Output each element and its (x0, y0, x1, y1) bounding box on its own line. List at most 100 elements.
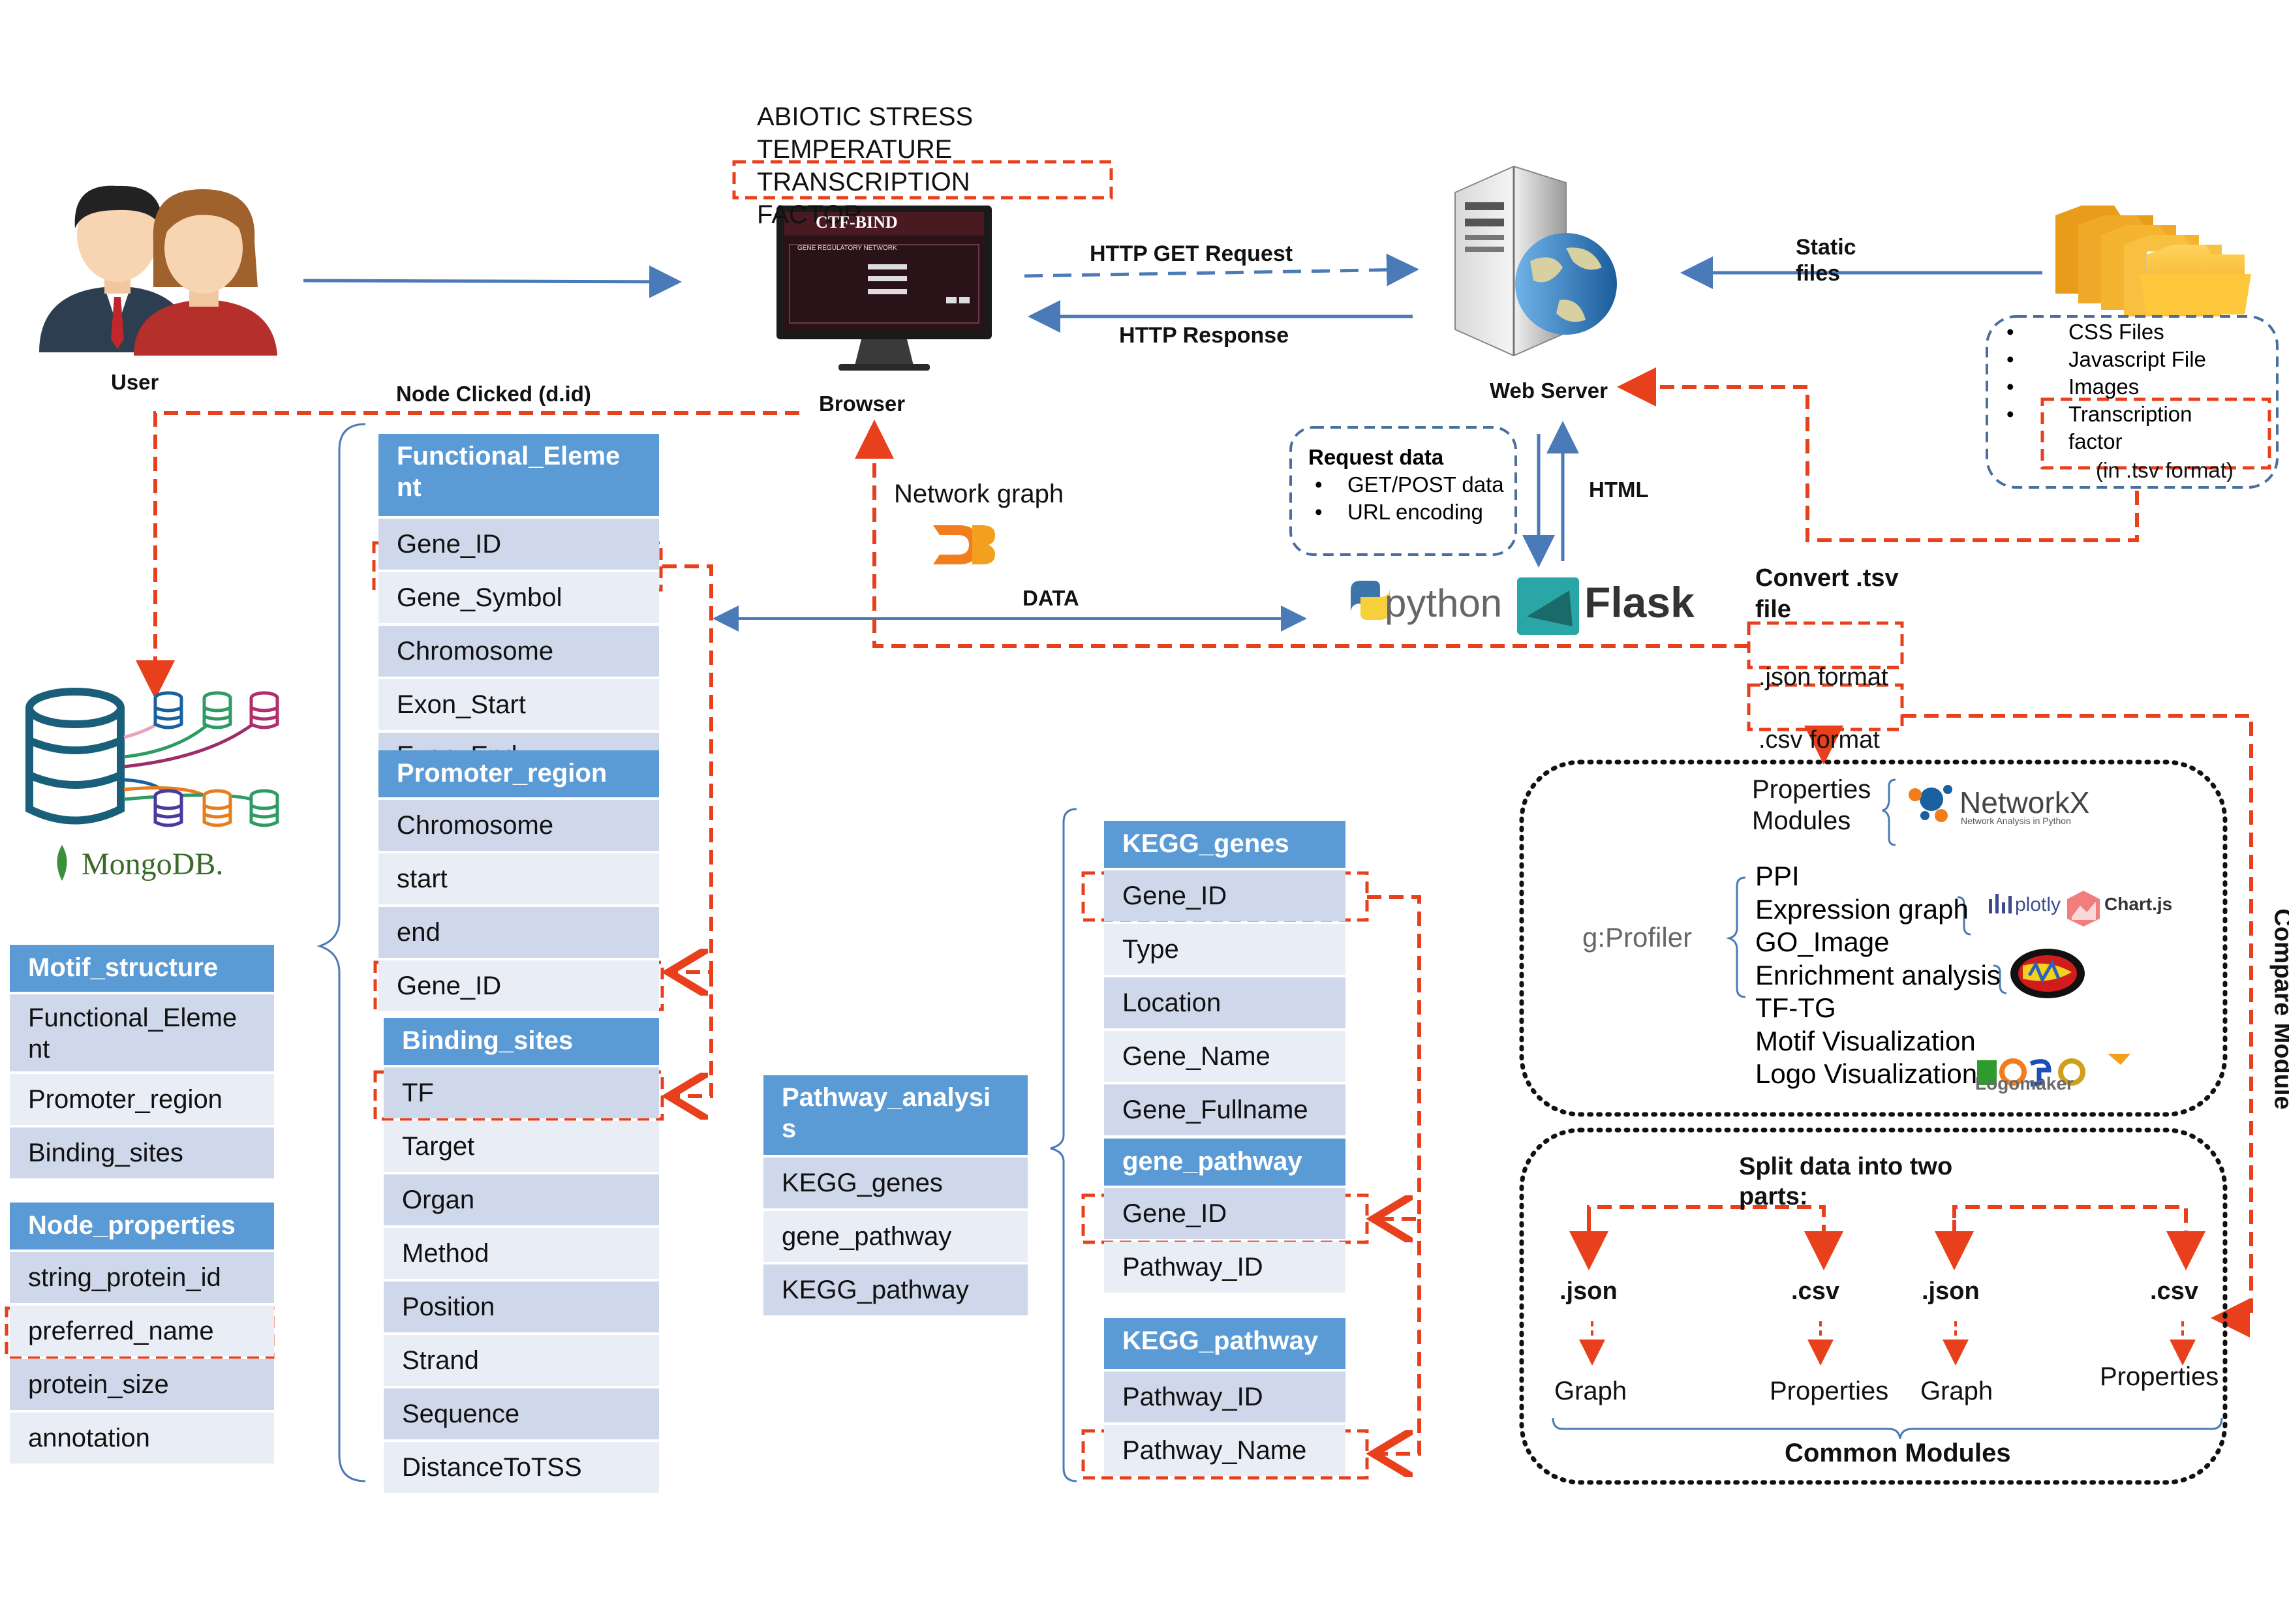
web-server-icon (1454, 165, 1617, 357)
user-to-browser-arrow (303, 265, 682, 298)
graph-label-1: Graph (1554, 1377, 1627, 1405)
file-item-css: CSS Files (2000, 318, 2206, 346)
flask-logo-text: Flask (1584, 578, 1695, 626)
kegg-geneid-link (1367, 895, 1421, 1219)
table-row: Chromosome (378, 626, 659, 677)
table-row: Strand (384, 1335, 659, 1386)
table-row: Pathway_ID (1104, 1242, 1345, 1293)
request-item-url: URL encoding (1308, 498, 1504, 526)
table-row: Gene_Name (1104, 1031, 1345, 1082)
feature-logo-viz: Logo Visualization (1755, 1058, 1978, 1089)
table-row: Functional_Eleme nt (10, 994, 274, 1071)
user-label: User (111, 370, 159, 394)
web-server-label: Web Server (1490, 378, 1608, 403)
data-label: DATA (1022, 586, 1079, 610)
table-pathway-analysis: Pathway_analysi s KEGG_genes gene_pathwa… (763, 1075, 1028, 1315)
table-row: annotation (10, 1413, 274, 1463)
table-row: Gene_Fullname (1104, 1084, 1345, 1135)
table-title: gene_pathway (1104, 1139, 1345, 1186)
http-get-arrow (1024, 253, 1419, 286)
mongodb-icon (25, 688, 279, 881)
compare-module-flow (1902, 714, 2253, 1338)
table-row: Promoter_region (10, 1074, 274, 1125)
table-row: Gene_ID (1104, 870, 1345, 921)
browser-screen-title: CTF-BIND (816, 213, 898, 232)
split-json-1: .json (1559, 1278, 1618, 1305)
table-row: Location (1104, 977, 1345, 1028)
http-response-label: HTTP Response (1119, 323, 1289, 348)
common-modules-label: Common Modules (1785, 1439, 2011, 1467)
geneid-promoter-link (662, 564, 713, 972)
http-get-label: HTTP GET Request (1090, 241, 1293, 266)
table-row: Sequence (384, 1388, 659, 1439)
highlight-transcription (732, 160, 1113, 200)
table-title: Motif_structure (10, 945, 274, 992)
file-item-images: Images (2000, 373, 2206, 401)
split-title-line-2: parts: (1739, 1183, 1808, 1210)
table-row: end (378, 907, 659, 958)
table-functional-element: Functional_Eleme nt Gene_ID Gene_Symbol … (378, 434, 659, 752)
table-motif-structure: Motif_structure Functional_Eleme nt Prom… (10, 945, 274, 1178)
table-row: gene_pathway (763, 1211, 1028, 1262)
table-binding-sites: Binding_sites TF Target Organ Method Pos… (384, 1018, 659, 1493)
table-row: start (378, 853, 659, 904)
network-graph-flow (855, 420, 1749, 648)
feature-ppi: PPI (1755, 861, 1800, 891)
pathway-name-link (1374, 1219, 1421, 1454)
files-list: CSS Files Javascript File Images Transcr… (2000, 318, 2206, 455)
geneid-tf-link (669, 972, 713, 1096)
compare-modules-box (1519, 759, 2228, 1117)
table-title: Node_properties (10, 1203, 274, 1249)
convert-title-text: Convert .tsv file (1755, 564, 1899, 623)
static-files-line-1: Static (1796, 235, 1856, 260)
pathway-brace (1050, 808, 1077, 1482)
gprofiler-label: g:Profiler (1582, 922, 1693, 953)
split-csv-2: .csv (2150, 1278, 2198, 1305)
properties-brace (1882, 778, 1896, 846)
title-text: Functional_Eleme nt (397, 442, 621, 502)
file-item-tf: Transcription factor (2000, 401, 2199, 455)
row-text: Functional_Eleme nt (28, 1004, 238, 1064)
csv-format-label: .csv format (1759, 726, 1880, 754)
split-json-2: .json (1922, 1278, 1980, 1305)
logomaker-logo-icon (1977, 1054, 2130, 1087)
table-row: Gene_ID (378, 519, 659, 570)
chartjs-label: Chart.js (2104, 894, 2173, 914)
db-brace (316, 423, 366, 1482)
mongodb-label: MongoDB. (82, 847, 224, 881)
folders-icon (2055, 206, 2251, 316)
table-row: Exon_End (378, 733, 659, 752)
table-kegg-genes: KEGG_genes Gene_ID Type Location Gene_Na… (1104, 821, 1345, 1135)
table-title: KEGG_pathway (1104, 1318, 1345, 1369)
common-modules-box (1519, 1127, 2228, 1485)
logomaker-label: Logomaker (1975, 1073, 2074, 1094)
table-row: Gene_ID (1104, 1188, 1345, 1239)
feature-go-image: GO_Image (1755, 927, 1890, 957)
table-row: Type (1104, 924, 1345, 975)
users-icon (39, 185, 277, 356)
table-promoter-region: Promoter_region Chromosome start end Gen… (378, 750, 659, 1011)
title-text: Pathway_analysi s (782, 1083, 991, 1143)
file-item-tf-text: Transcription factor (2068, 402, 2192, 453)
network-graph-label: Network graph (894, 480, 1064, 508)
networkx-sub: Network Analysis in Python (1961, 816, 2071, 826)
properties-modules-line-1: Properties (1752, 775, 1871, 804)
table-kegg-pathway: KEGG_pathway Pathway_ID Pathway_Name (1104, 1318, 1345, 1476)
table-title: KEGG_genes (1104, 821, 1345, 868)
request-box-content: Request data GET/POST data URL encoding (1308, 444, 1504, 526)
table-row: KEGG_genes (763, 1157, 1028, 1208)
compare-feature-list: PPI Expression graph GO_Image Enrichment… (1755, 860, 2001, 1091)
static-files-line-2: files (1796, 261, 1841, 286)
table-title: Binding_sites (384, 1018, 659, 1065)
table-row: Chromosome (378, 800, 659, 851)
chartjs-logo-icon (2067, 891, 2100, 927)
graph-label-2: Graph (1920, 1377, 1993, 1405)
table-title: Pathway_analysi s (763, 1075, 1028, 1155)
table-row: Pathway_Name (1104, 1425, 1345, 1476)
convert-title: Convert .tsv file (1755, 562, 1912, 625)
overlay-line-2: TEMPERATURE (757, 135, 953, 164)
table-title: Promoter_region (378, 750, 659, 797)
table-gene-pathway: gene_pathway Gene_ID Pathway_ID (1104, 1139, 1345, 1293)
table-row: Method (384, 1228, 659, 1279)
